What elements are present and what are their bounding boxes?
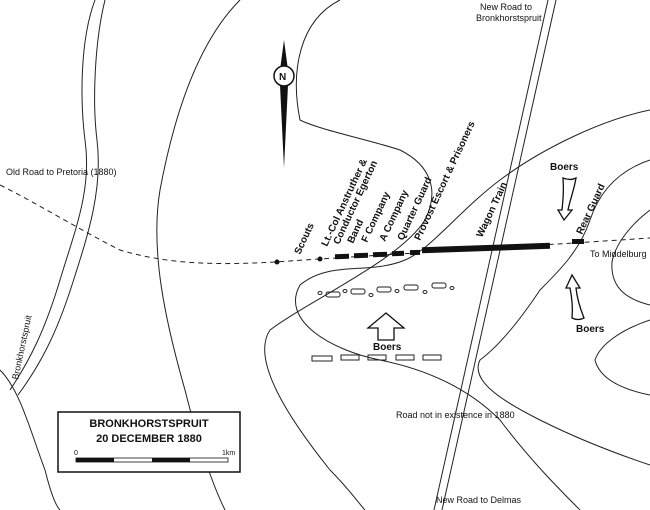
contour-line bbox=[611, 209, 650, 306]
map-title: BRONKHORSTSPRUIT bbox=[89, 418, 208, 430]
boers-right-label: Boers bbox=[576, 324, 605, 335]
column-labels: Scouts Lt.-Col Anstruther & Conductor Eg… bbox=[293, 119, 608, 256]
scale-end-label: 1km bbox=[222, 450, 235, 457]
new-road-top-label-2: Bronkhorstspruit bbox=[476, 13, 542, 23]
to-middelburg-label: To Middelburg bbox=[590, 249, 647, 259]
f-company-block bbox=[353, 252, 369, 259]
new-road-bottom-label: New Road to Delmas bbox=[436, 495, 522, 505]
new-road bbox=[433, 0, 549, 510]
boer-rear-line bbox=[311, 354, 442, 362]
old-road-label: Old Road to Pretoria (1880) bbox=[6, 167, 117, 177]
map-date: 20 DECEMBER 1880 bbox=[96, 433, 202, 445]
new-road bbox=[441, 0, 557, 510]
river-line bbox=[9, 0, 96, 391]
boers-center-label: Boers bbox=[373, 342, 402, 353]
scale-start-label: 0 bbox=[74, 450, 78, 457]
boer-up-arrow-icon bbox=[564, 273, 585, 321]
contour-line bbox=[0, 369, 61, 510]
old-road bbox=[0, 184, 650, 265]
boer-down-arrow-icon bbox=[556, 176, 577, 222]
contour-line bbox=[264, 0, 433, 510]
river-line bbox=[17, 0, 106, 396]
scouts-marker bbox=[274, 259, 280, 265]
label-rear-guard: Rear Guard bbox=[575, 182, 608, 236]
rear-guard-block bbox=[572, 239, 584, 244]
river-label: Bronkhorstspruit bbox=[10, 314, 34, 381]
quarter-guard-block bbox=[391, 250, 405, 257]
band-block bbox=[334, 253, 350, 260]
north-arrow-icon: N bbox=[273, 40, 295, 168]
contour-line bbox=[594, 319, 650, 396]
compass-letter: N bbox=[279, 72, 286, 83]
boers-top-label: Boers bbox=[550, 162, 579, 173]
scale-bar bbox=[75, 457, 229, 463]
provost-block bbox=[409, 249, 421, 256]
wagon-train-block bbox=[421, 242, 551, 254]
label-scouts: Scouts bbox=[293, 221, 317, 256]
contour-line bbox=[294, 109, 650, 510]
boer-skirmish-line bbox=[317, 282, 455, 298]
new-road-top-label-1: New Road to bbox=[480, 2, 532, 12]
commander-marker bbox=[317, 256, 323, 262]
boer-advance-arrow-icon bbox=[366, 312, 406, 341]
contour-line bbox=[477, 159, 650, 466]
a-company-block bbox=[372, 251, 388, 258]
title-box: BRONKHORSTSPRUIT 20 DECEMBER 1880 0 1km bbox=[57, 411, 241, 473]
road-not-existence-label: Road not in existence in 1880 bbox=[396, 410, 515, 420]
